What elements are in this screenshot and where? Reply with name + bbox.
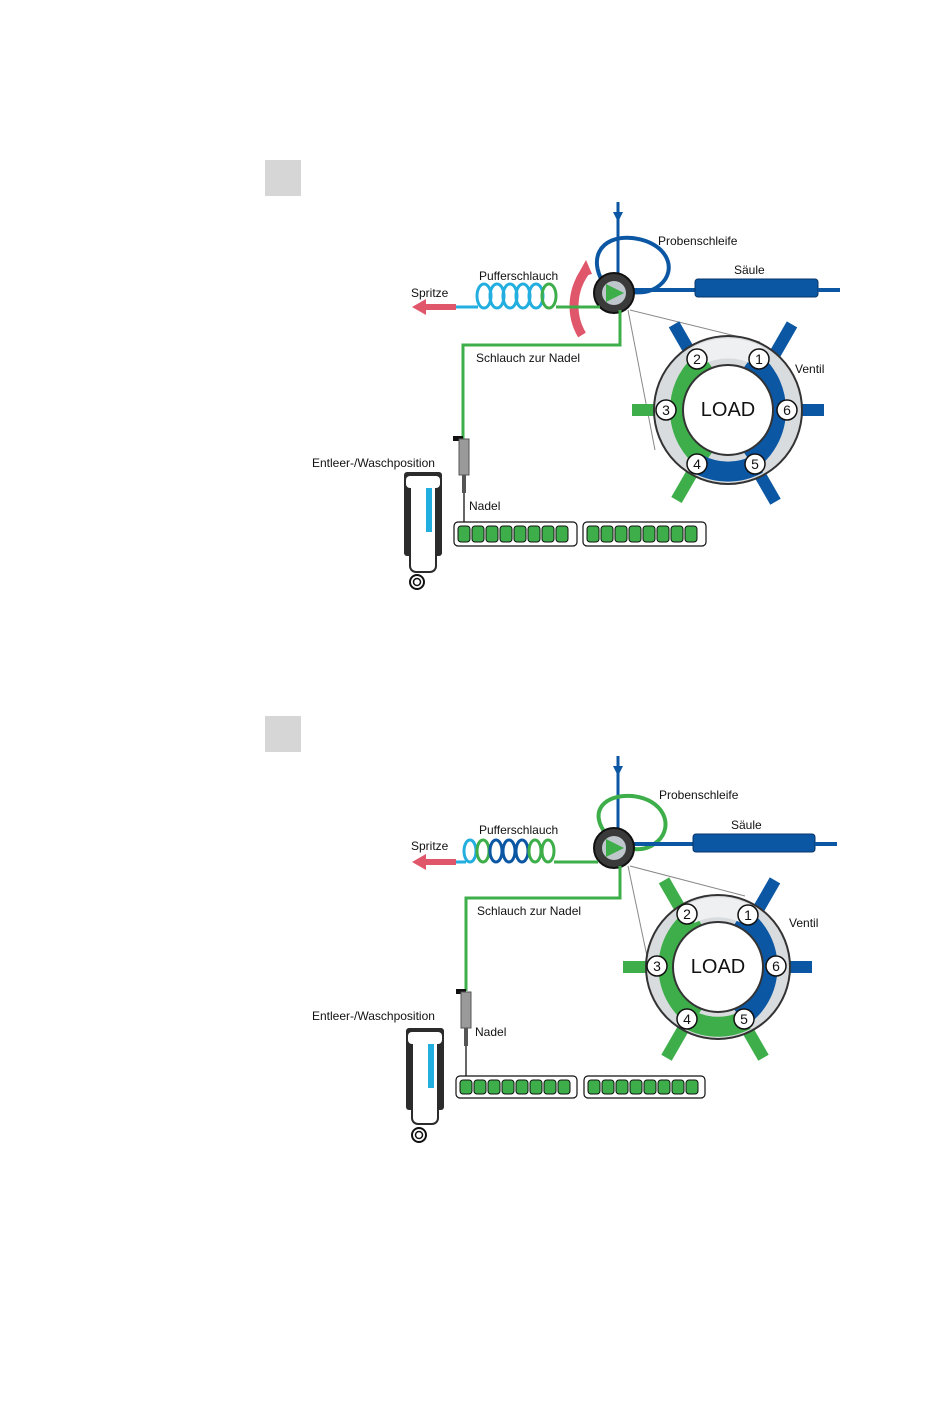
syringe-arrow-icon — [412, 854, 456, 870]
buffer-coil — [464, 840, 554, 862]
wash-liquid — [426, 488, 432, 532]
label-probenschleife: Probenschleife — [658, 234, 738, 248]
flow-diagram: LOAD 1 2 3 4 5 6 — [0, 150, 950, 670]
diagram-panel-2: LOAD 1 2 3 4 5 6 — [0, 706, 950, 1226]
needle-holder — [461, 992, 471, 1028]
zoom-line-2 — [630, 866, 745, 896]
rotation-arrowhead-icon — [576, 260, 592, 278]
zoom-line-1 — [628, 866, 648, 961]
port-3: 3 — [653, 958, 661, 974]
flow-diagram: LOAD 1 2 3 4 5 6 — [0, 706, 950, 1226]
valve-mode-label: LOAD — [691, 956, 745, 978]
port-5: 5 — [751, 456, 759, 472]
column — [693, 834, 815, 852]
wash-tube — [412, 1036, 438, 1124]
sample-tray-2 — [583, 522, 706, 546]
column — [695, 279, 818, 297]
diagram-panel-1: LOAD 1 2 3 4 5 6 — [0, 150, 950, 670]
label-pufferschlauch: Pufferschlauch — [479, 823, 558, 837]
wash-ring-outer — [410, 575, 424, 589]
needle-holder — [459, 439, 469, 475]
port-2: 2 — [683, 906, 691, 922]
buffer-coil — [477, 284, 556, 308]
label-probenschleife: Probenschleife — [659, 788, 739, 802]
label-saeule: Säule — [734, 263, 765, 277]
label-entleer: Entleer-/Waschposition — [312, 456, 435, 470]
tube-to-needle — [466, 866, 620, 991]
wash-tube — [410, 480, 436, 572]
port-1: 1 — [744, 907, 752, 923]
port-6: 6 — [783, 402, 791, 418]
inlet-arrow-icon — [613, 212, 623, 222]
wash-ring-inner — [414, 579, 421, 586]
port-1: 1 — [755, 351, 763, 367]
port-5: 5 — [740, 1011, 748, 1027]
rotation-arrow — [574, 272, 585, 335]
label-schlauch: Schlauch zur Nadel — [476, 351, 580, 365]
port-3: 3 — [662, 402, 670, 418]
needle-tip — [462, 475, 466, 493]
label-entleer: Entleer-/Waschposition — [312, 1009, 435, 1023]
syringe-arrow-icon — [412, 299, 456, 315]
wash-top — [408, 1032, 442, 1044]
label-spritze: Spritze — [411, 839, 449, 853]
label-ventil: Ventil — [789, 916, 818, 930]
port-4: 4 — [693, 456, 701, 472]
wash-top — [406, 476, 440, 488]
tube-to-needle — [463, 310, 620, 440]
wash-liquid — [428, 1044, 434, 1088]
label-spritze: Spritze — [411, 286, 449, 300]
sample-tray-1 — [456, 1076, 577, 1098]
sample-tray-1 — [454, 522, 577, 546]
label-nadel: Nadel — [475, 1025, 506, 1039]
port-4: 4 — [683, 1011, 691, 1027]
label-pufferschlauch: Pufferschlauch — [479, 269, 558, 283]
port-6: 6 — [772, 958, 780, 974]
port-2: 2 — [693, 351, 701, 367]
label-nadel: Nadel — [469, 499, 500, 513]
inlet-arrow-icon — [613, 766, 623, 776]
label-saeule: Säule — [731, 818, 762, 832]
needle-tip — [464, 1028, 468, 1046]
sample-tray-2 — [584, 1076, 705, 1098]
valve-mode-label: LOAD — [701, 399, 755, 421]
zoom-line-1 — [628, 310, 655, 450]
label-schlauch: Schlauch zur Nadel — [477, 904, 581, 918]
wash-ring-inner — [416, 1132, 423, 1139]
label-ventil: Ventil — [795, 362, 824, 376]
wash-ring-outer — [412, 1128, 426, 1142]
